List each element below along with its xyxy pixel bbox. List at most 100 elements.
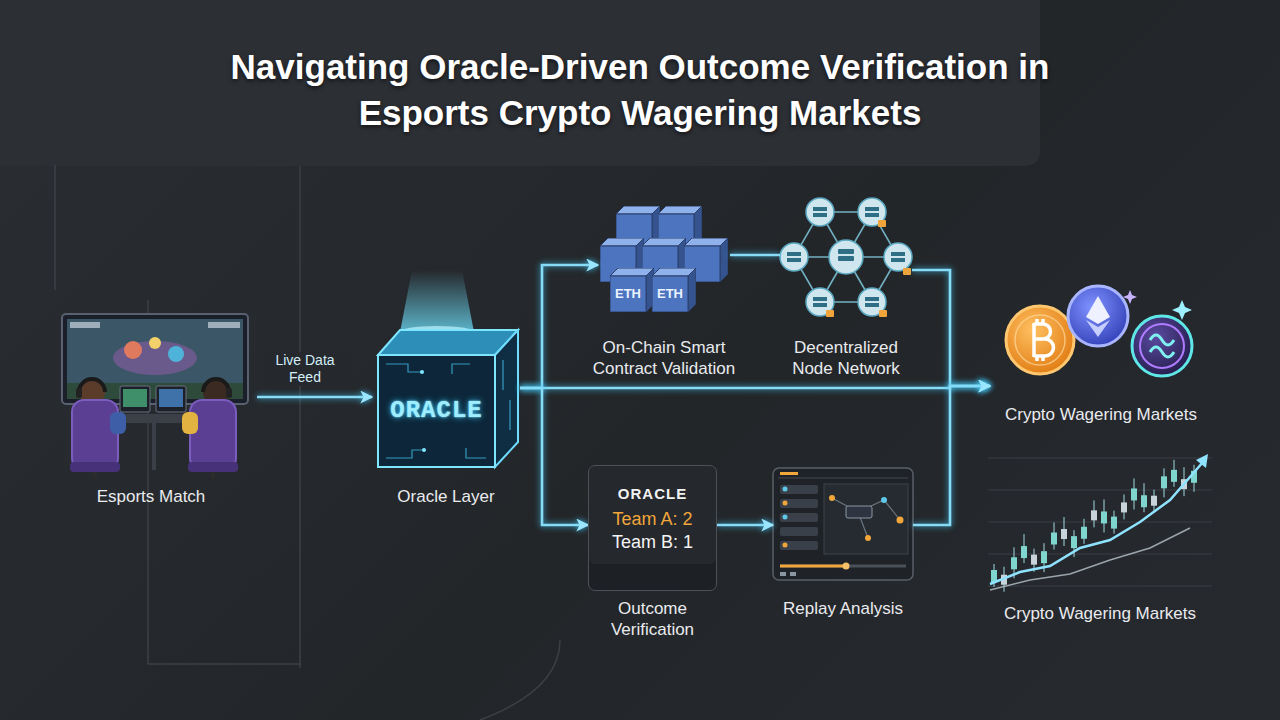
node-network-art [878, 220, 886, 227]
node-network-art [826, 310, 834, 317]
node-network-art [838, 256, 854, 261]
replay-screen-art [846, 506, 872, 518]
oracle-cube-art [495, 330, 518, 467]
replay-screen-art [783, 501, 788, 506]
crypto-coins-art [1086, 296, 1110, 324]
candlestick-series [1081, 527, 1087, 539]
node-network-art [865, 303, 879, 307]
replay-screen-art [780, 499, 818, 508]
candlestick-series [1091, 510, 1097, 520]
crypto-coins-art [1123, 290, 1137, 304]
gamers-illustration [70, 322, 100, 328]
node-network-art [865, 297, 879, 301]
candlestick-series [1131, 488, 1137, 500]
node-network-art [780, 198, 912, 316]
candlestick-series [1101, 511, 1107, 523]
gamers-illustration [159, 389, 183, 407]
market-chart-art [988, 458, 1212, 586]
replay-screen-art [780, 485, 818, 550]
replay-screen-art [829, 495, 835, 501]
node-network-art [813, 303, 827, 307]
crypto-coins-art [1086, 320, 1110, 337]
edge-label: Live Data Feed [257, 352, 353, 386]
market-chart-art [988, 522, 1212, 523]
node-network-art [826, 220, 911, 317]
crypto-coins-art [1140, 324, 1184, 368]
candlestick-series [1111, 517, 1117, 529]
gamers-illustration [110, 412, 126, 434]
node-label: Crypto Wagering Markets [980, 603, 1220, 624]
gamers-illustration [72, 400, 118, 470]
node-network-art [884, 243, 912, 271]
flow-connector [730, 254, 780, 257]
node-network-art [891, 258, 905, 262]
flow-connector [520, 265, 598, 388]
crypto-coins-art [1015, 315, 1065, 365]
decor-frame [480, 640, 560, 720]
node-network-art [806, 198, 834, 226]
crypto-coins-art [1150, 335, 1174, 357]
verification-panel: ORACLETeam A: 2Team B: 1Outcome Verifica… [588, 465, 717, 591]
node-text: ETH [610, 285, 646, 303]
node-network-art [780, 198, 912, 317]
replay-screen-art [881, 497, 887, 503]
market-chart-art [990, 528, 1190, 590]
node-label: Outcome Verification [598, 598, 708, 640]
gamers-illustration [182, 412, 198, 434]
node-network-art [879, 310, 887, 317]
gamers-illustration [149, 337, 161, 349]
gamers-illustration [93, 472, 97, 478]
node-network-art [838, 249, 854, 254]
gamers-illustration [152, 423, 156, 470]
node-network-art [858, 288, 886, 316]
gamers-illustration [62, 314, 248, 478]
contract-cubes-art [652, 268, 696, 312]
gamers-illustration [188, 462, 238, 472]
node-text: ORACLE [382, 398, 491, 424]
replay-screen-art [778, 478, 908, 479]
node-network-art [794, 212, 898, 302]
node-text: ETH [652, 285, 688, 303]
candlestick-series [1161, 476, 1167, 488]
diagram-title: Navigating Oracle-Driven Outcome Verific… [175, 44, 1105, 136]
crypto-coins-art [1034, 319, 1054, 361]
candlestick-series [1071, 536, 1077, 548]
replay-screen-art [773, 468, 913, 580]
node-label: Decentralized Node Network [781, 337, 911, 379]
candlestick-series [1061, 529, 1067, 539]
decor-frame [54, 165, 56, 290]
gamers-illustration [203, 379, 229, 392]
contract-cubes-art [600, 206, 728, 312]
gamers-illustration [120, 386, 150, 412]
crypto-coins-art [1172, 300, 1192, 320]
replay-screen-art [865, 535, 871, 541]
replay-screen-art [843, 563, 850, 570]
candlestick-series [1011, 557, 1017, 569]
replay-screen-art [780, 472, 798, 475]
flow-connector [717, 524, 773, 527]
candlestick-series [991, 570, 997, 582]
gamers-illustration [226, 388, 232, 398]
replay-screen-art [783, 515, 788, 520]
node-network-art [858, 198, 886, 226]
gamers-illustration [156, 386, 186, 412]
candlestick-series [1141, 495, 1147, 507]
gamers-illustration [208, 322, 240, 328]
node-label: Oracle Layer [361, 486, 531, 507]
node-network-art [813, 213, 827, 217]
oracle-cube-art [420, 370, 424, 374]
oracle-cube-art [378, 330, 518, 355]
gamers-illustration [123, 389, 147, 407]
contract-cubes-art [610, 268, 654, 312]
market-chart: Crypto Wagering Markets [985, 445, 1215, 593]
candlestick-series [1031, 555, 1037, 565]
node-network-art [813, 297, 827, 301]
node-label: Replay Analysis [763, 598, 923, 619]
gamers-illustration [168, 346, 184, 362]
node-text: Team B: 1 [589, 531, 716, 554]
node-network-art [891, 252, 905, 256]
gamers-illustration [79, 379, 105, 392]
node-network: Decentralized Node Network [780, 195, 912, 320]
replay-screen-art [780, 513, 818, 522]
